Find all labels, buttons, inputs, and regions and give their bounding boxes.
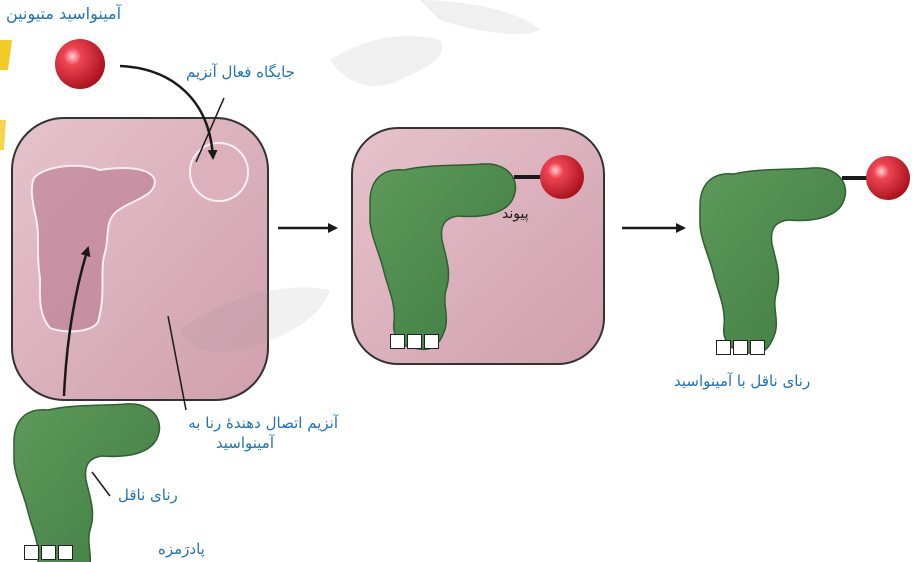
label-anticodon: پادرَمزه — [158, 540, 205, 559]
trna-free — [14, 404, 160, 562]
amino-acid-attached — [866, 156, 910, 200]
yellow-accent-left — [0, 40, 12, 70]
label-charged-trna: رنای ناقل با آمینواسید — [674, 372, 810, 391]
label-enzyme-line1: آنزیم اتصال دهندهٔ رنا به — [148, 414, 338, 433]
anticodon-box — [41, 545, 56, 560]
anticodon-box — [716, 340, 731, 355]
label-active-site: جایگاه فعال آنزیم — [186, 63, 295, 82]
methionine-amino-acid — [55, 39, 105, 89]
trna-charged — [700, 168, 846, 354]
label-bond: پیوند — [502, 206, 529, 224]
anticodon-boxes-free — [24, 545, 73, 560]
anticodon-box — [58, 545, 73, 560]
amino-acid-bound — [540, 155, 584, 199]
leader-trna — [92, 472, 110, 496]
anticodon-box — [750, 340, 765, 355]
anticodon-box — [24, 545, 39, 560]
active-site-circle — [190, 143, 248, 201]
label-enzyme-line2: آمینواسید — [148, 434, 274, 453]
label-methionine: آمینواسید متیونین — [6, 4, 121, 24]
anticodon-box — [407, 334, 422, 349]
anticodon-box — [424, 334, 439, 349]
anticodon-box — [733, 340, 748, 355]
anticodon-boxes-charged — [716, 340, 765, 355]
enzyme-large — [12, 118, 268, 400]
anticodon-box — [390, 334, 405, 349]
yellow-accent-left-lower — [0, 120, 6, 150]
label-trna: رنای ناقل — [118, 486, 178, 505]
anticodon-boxes-bound — [390, 334, 439, 349]
